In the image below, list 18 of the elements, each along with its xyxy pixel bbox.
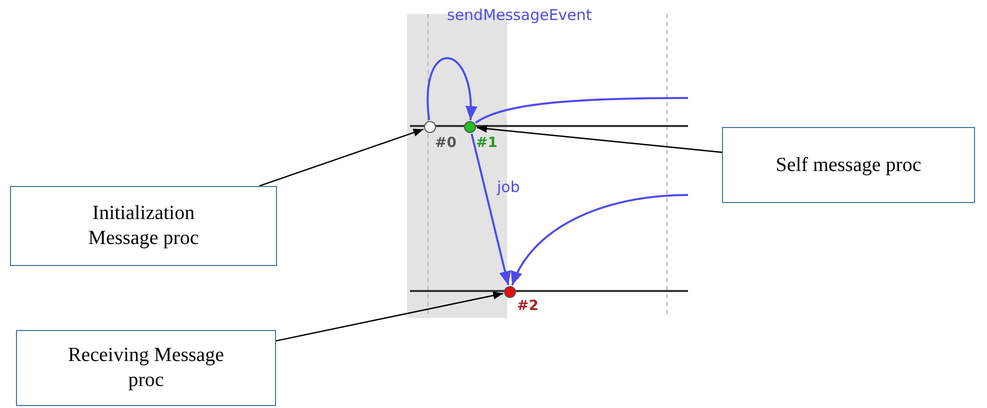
event-number: #1: [476, 135, 498, 151]
callout-box: [10, 186, 277, 266]
callout-box: [722, 127, 975, 203]
callout-box: [16, 330, 276, 406]
event-dot: [504, 286, 516, 298]
message-arrow: [511, 194, 688, 286]
event-number: #0: [435, 135, 456, 151]
leader-line: [259, 128, 424, 187]
leader-line: [476, 124, 722, 153]
callout-text: Initialization Message proc: [87, 201, 200, 251]
edge-label: sendMessageEvent: [447, 6, 592, 24]
callout-text: Self message proc: [776, 152, 922, 178]
callout-text: Receiving Message proc: [66, 343, 226, 393]
event-number: #2: [517, 298, 538, 314]
leader-line: [276, 292, 504, 342]
edge-label: job: [497, 178, 520, 196]
message-arrow: [426, 57, 477, 120]
message-arrow: [470, 134, 511, 286]
